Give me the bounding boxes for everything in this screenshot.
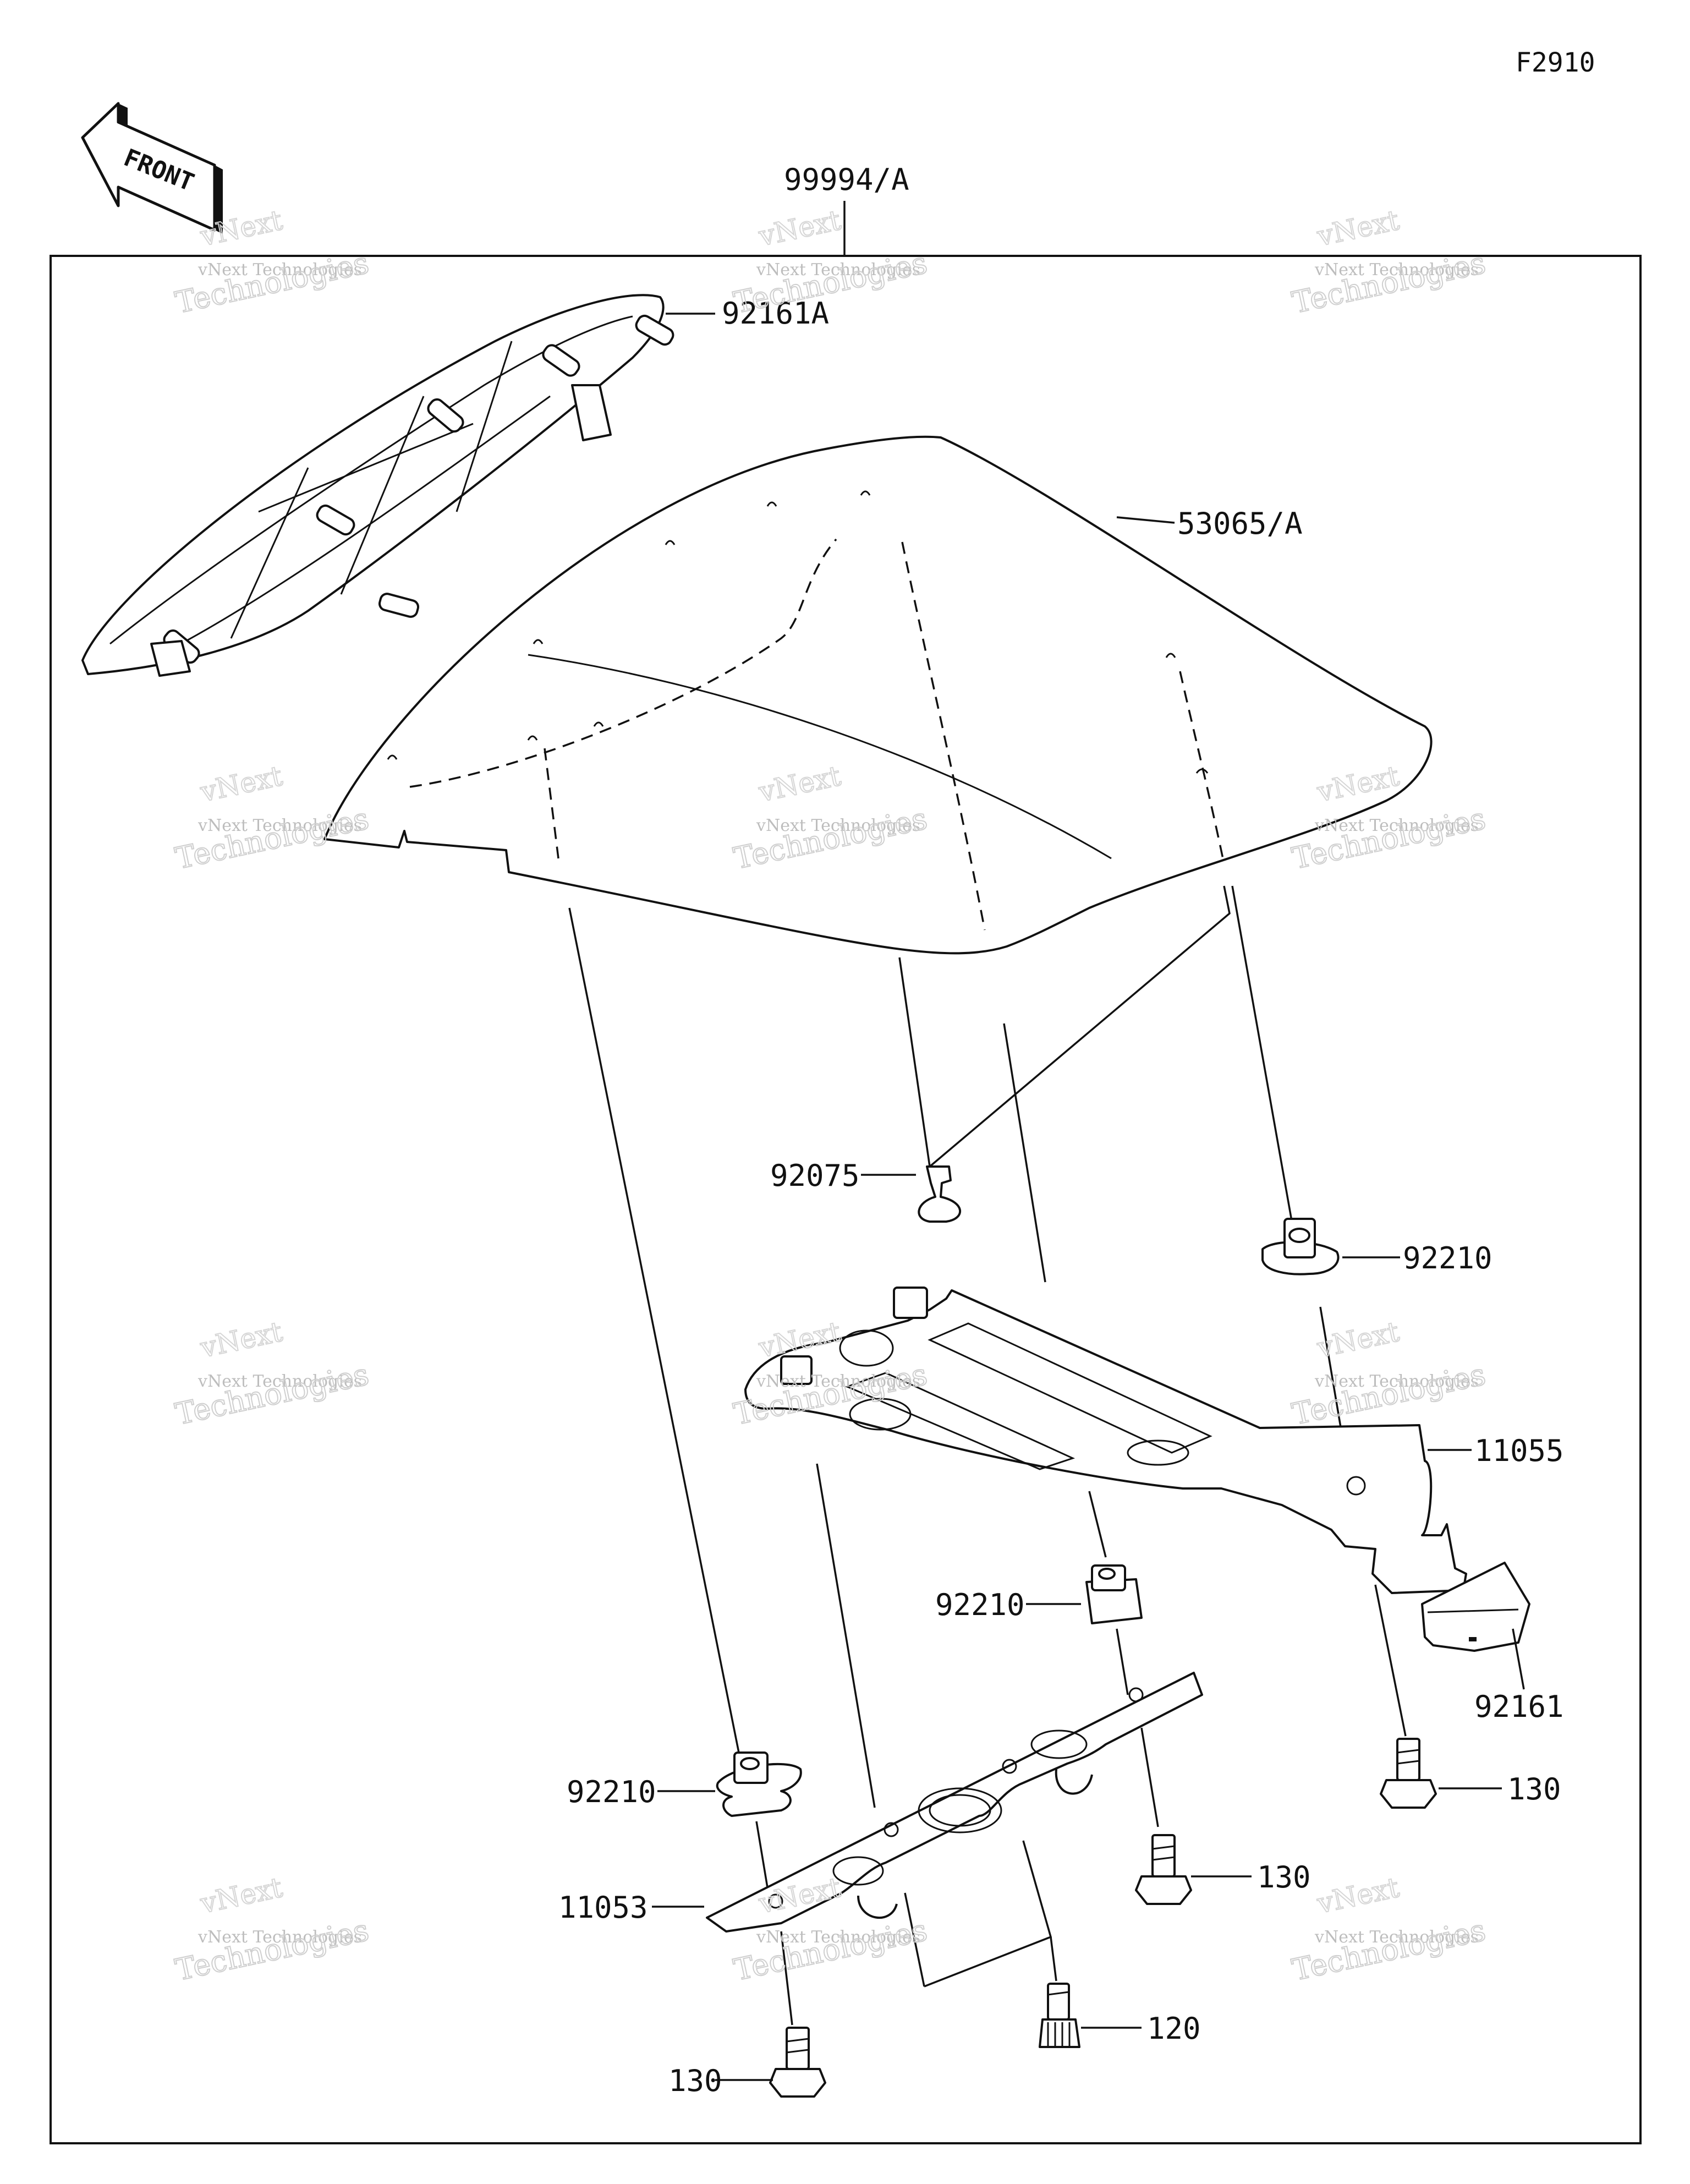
part-130-bottom-bolt	[769, 2027, 826, 2098]
watermark-text: vNext Technologies	[756, 1928, 920, 1947]
watermark: vNext vNext Technologies Technologies	[172, 1315, 372, 1432]
watermark-vnext: vNext	[756, 204, 844, 253]
watermark: vNext vNext Technologies Technologies	[172, 204, 372, 321]
guide-line-92075-bracket	[929, 885, 1231, 1168]
guide-line-92075	[898, 957, 931, 1167]
watermark-text: vNext Technologies	[197, 1928, 362, 1947]
guide-line-130-bottom	[780, 1931, 793, 2026]
watermark: vNext vNext Technologies Technologies	[1288, 1871, 1489, 1988]
label-53065a: 53065/A	[1177, 506, 1303, 541]
guide-line-11053-center	[816, 1463, 876, 1808]
watermark-technologies: Technologies	[172, 801, 372, 876]
part-11055-upper-bracket	[744, 1287, 1467, 1594]
watermark: vNext vNext Technologies Technologies	[730, 204, 931, 321]
watermark-technologies: Technologies	[1289, 1357, 1489, 1432]
part-92210-left-clip	[716, 1751, 802, 1817]
leader-53065a	[1116, 516, 1175, 524]
assembly-frame	[50, 255, 1642, 2144]
guide-line-120-left	[904, 1892, 925, 1987]
guide-line-92210-middle-top	[1088, 1491, 1107, 1558]
label-130-middle: 130	[1257, 1860, 1311, 1895]
label-120: 120	[1147, 2011, 1201, 2046]
guide-line-92210-upper	[1231, 885, 1294, 1228]
watermark-text: vNext Technologies	[1314, 816, 1479, 835]
watermark-text: vNext Technologies	[197, 1372, 362, 1391]
watermark-vnext: vNext	[197, 1871, 286, 1920]
watermark-technologies: Technologies	[172, 1357, 372, 1432]
watermark-text: vNext Technologies	[756, 260, 920, 280]
label-99994a: 99994/A	[784, 162, 909, 197]
label-92210-middle: 92210	[935, 1588, 1025, 1622]
watermark-vnext: vNext	[197, 760, 286, 808]
front-arrow-icon: FRONT	[81, 102, 223, 234]
watermark: vNext vNext Technologies Technologies	[1288, 759, 1489, 877]
guide-line-92210-left-bottom	[755, 1821, 769, 1888]
part-92210-upper-clip	[1261, 1218, 1340, 1276]
watermark-vnext: vNext	[197, 1316, 286, 1364]
watermark-text: vNext Technologies	[756, 816, 920, 835]
label-92161a: 92161A	[722, 296, 829, 331]
label-92161: 92161	[1474, 1689, 1564, 1724]
watermark-text: vNext Technologies	[197, 260, 362, 280]
guide-line-92210-middle-bottom	[1116, 1628, 1129, 1695]
watermark-vnext: vNext	[1314, 204, 1402, 253]
label-130-right: 130	[1507, 1772, 1561, 1807]
leader-92161	[1512, 1628, 1525, 1690]
part-130-middle-bolt	[1135, 1834, 1192, 1905]
watermark-text: vNext Technologies	[1314, 1928, 1479, 1947]
guide-line-130-right	[1374, 1584, 1407, 1737]
part-92161a-cowl-frame	[81, 294, 674, 677]
watermark-vnext: vNext	[1314, 1871, 1402, 1920]
guide-line-120	[1050, 1936, 1057, 1982]
figure-id: F2910	[1516, 47, 1595, 78]
part-130-right-bolt	[1380, 1738, 1437, 1809]
part-92075-grommet	[918, 1165, 962, 1223]
watermark-vnext: vNext	[1314, 1316, 1402, 1364]
label-92210-upper: 92210	[1403, 1241, 1493, 1276]
watermark-technologies: Technologies	[1289, 1913, 1489, 1988]
watermark: vNext vNext Technologies Technologies	[730, 1871, 931, 1988]
watermark: vNext vNext Technologies Technologies	[172, 1871, 372, 1988]
guide-line-130-middle	[1140, 1727, 1159, 1827]
part-92161-damper	[1421, 1562, 1530, 1652]
label-92210-left: 92210	[567, 1775, 656, 1809]
watermark-text: vNext Technologies	[1314, 260, 1479, 280]
watermark-text: vNext Technologies	[197, 816, 362, 835]
part-120-bolt	[1039, 1983, 1080, 2048]
part-53065a-seat-cover	[323, 435, 1433, 955]
label-11053: 11053	[558, 1890, 648, 1925]
label-11055: 11055	[1474, 1433, 1564, 1468]
watermark: vNext vNext Technologies Technologies	[1288, 1315, 1489, 1432]
part-11053-lower-bracket	[706, 1672, 1203, 1933]
watermark-text: vNext Technologies	[1314, 1372, 1479, 1391]
watermark: vNext vNext Technologies Technologies	[172, 759, 372, 877]
label-92075: 92075	[770, 1158, 860, 1193]
guide-line-left	[568, 907, 741, 1759]
guide-line-center	[1003, 1023, 1046, 1283]
part-92210-middle-nut	[1085, 1564, 1143, 1624]
guide-line-120-bracket	[924, 1840, 1052, 1988]
watermark-text: vNext Technologies	[756, 1372, 920, 1391]
watermark-technologies: Technologies	[172, 1913, 372, 1988]
watermark: vNext vNext Technologies Technologies	[1288, 204, 1489, 321]
label-130-bottom: 130	[668, 2063, 722, 2098]
